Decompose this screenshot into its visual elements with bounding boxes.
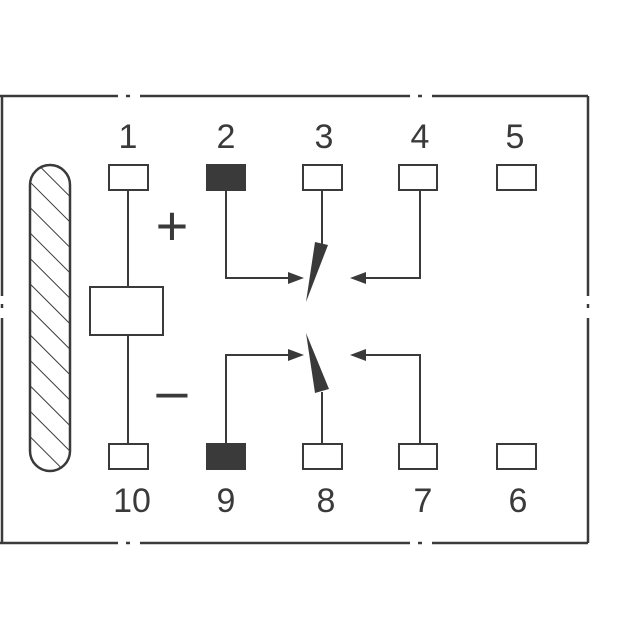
pin-pad-3	[302, 164, 343, 191]
minus-sign: –	[156, 359, 188, 422]
pin-label-4: 4	[411, 118, 430, 156]
pin-label-3: 3	[315, 118, 334, 156]
pin-pad-6	[496, 443, 537, 470]
pin-label-7: 7	[414, 482, 433, 520]
pin-label-9: 9	[217, 482, 236, 520]
pin-label-8: 8	[317, 482, 336, 520]
moving-contact-upper	[306, 242, 328, 302]
arrow-right-icon	[288, 272, 304, 284]
pin-pad-10	[108, 443, 149, 470]
pin-pad-1	[108, 164, 149, 191]
hatched-polarity-marker	[28, 163, 72, 473]
pin-pad-9	[206, 443, 246, 470]
plus-sign: +	[156, 194, 189, 257]
arrow-left-icon	[350, 272, 366, 284]
arrow-left-icon	[350, 349, 366, 361]
arrow-right-icon	[288, 349, 304, 361]
package-outline	[0, 94, 590, 545]
coil	[89, 190, 164, 444]
pin-label-6: 6	[509, 482, 528, 520]
pin-label-2: 2	[217, 118, 236, 156]
pin-label-5: 5	[506, 118, 525, 156]
pin-pad-8	[302, 443, 343, 470]
pin-pad-4	[398, 164, 438, 191]
pin-pad-7	[398, 443, 438, 470]
pin-label-1: 1	[119, 118, 138, 156]
upper-contact-set	[225, 190, 421, 279]
pin-label-10: 10	[113, 482, 151, 520]
pin-pad-5	[496, 164, 537, 191]
moving-contact-lower	[306, 333, 329, 393]
pin-pad-2	[206, 164, 246, 191]
lower-contact-set	[225, 354, 421, 444]
